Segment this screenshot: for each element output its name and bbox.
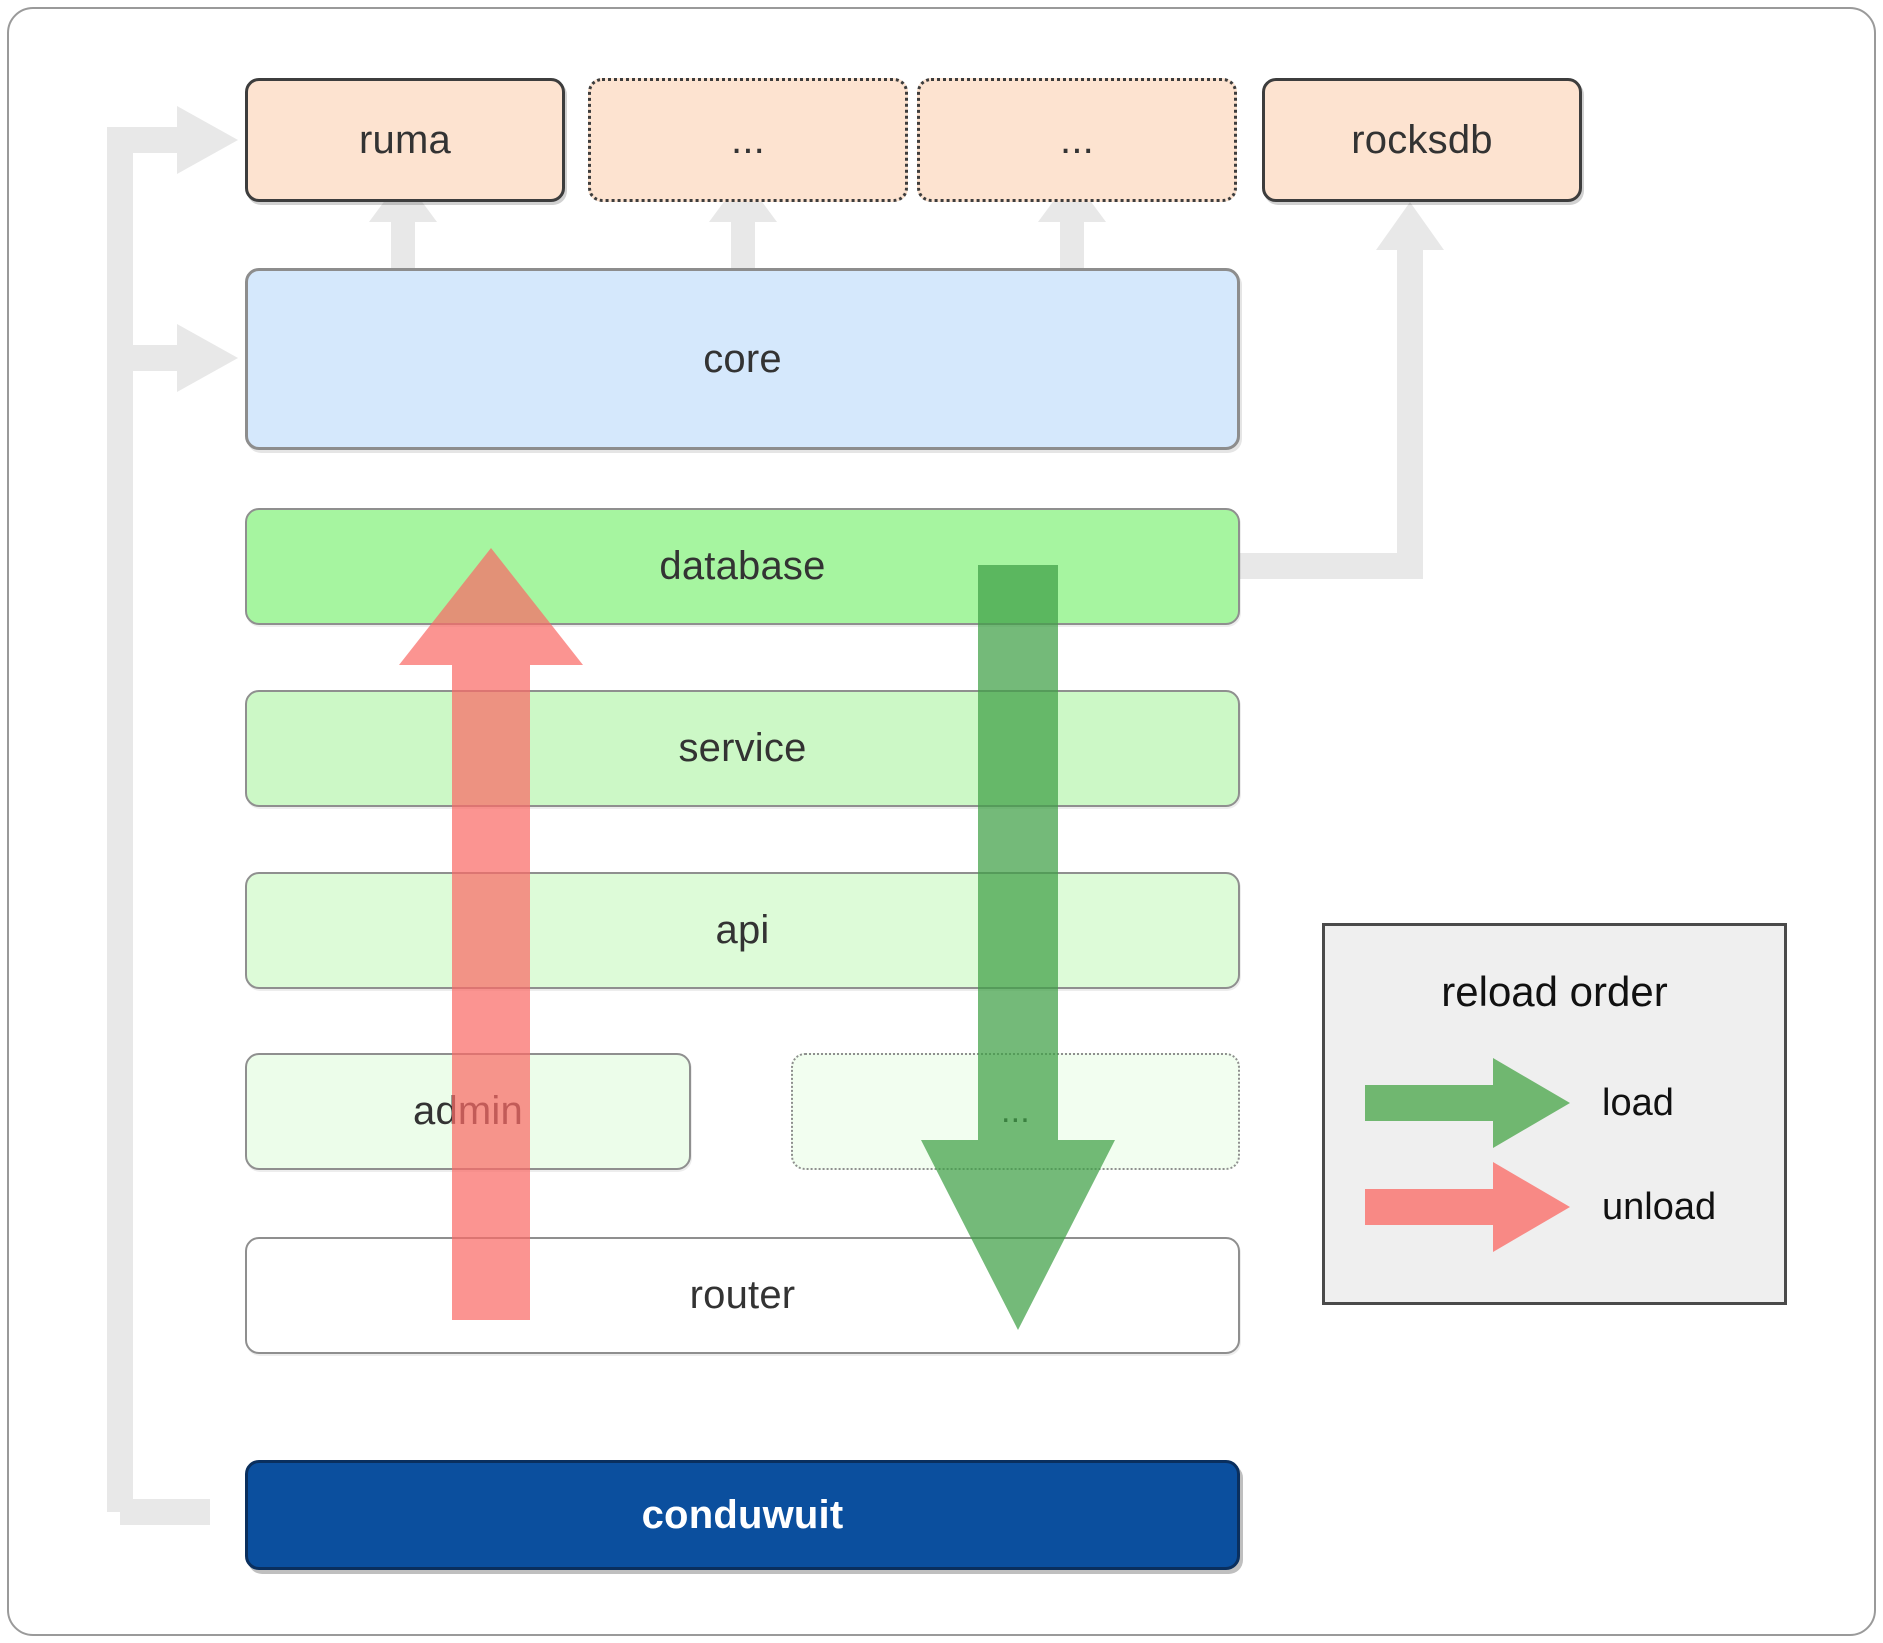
legend-row-unload: unload xyxy=(1365,1162,1755,1252)
legend-title: reload order xyxy=(1441,968,1668,1015)
legend-label-load: load xyxy=(1602,1081,1674,1124)
crate-node-api[interactable]: api xyxy=(245,872,1240,989)
load-arrow-icon xyxy=(1365,1058,1580,1148)
legend-row-load: load xyxy=(1365,1058,1755,1148)
unload-arrow-icon xyxy=(1365,1162,1580,1252)
legend-label-unload: unload xyxy=(1602,1185,1717,1228)
legend-panel: reload order load unload xyxy=(1322,923,1787,1305)
load-arrow xyxy=(921,565,1115,1330)
dependency-node-placeholder-2[interactable]: ... xyxy=(917,78,1237,202)
crate-node-core[interactable]: core xyxy=(245,268,1240,450)
unload-arrow xyxy=(399,548,583,1320)
crate-node-database[interactable]: database xyxy=(245,508,1240,625)
